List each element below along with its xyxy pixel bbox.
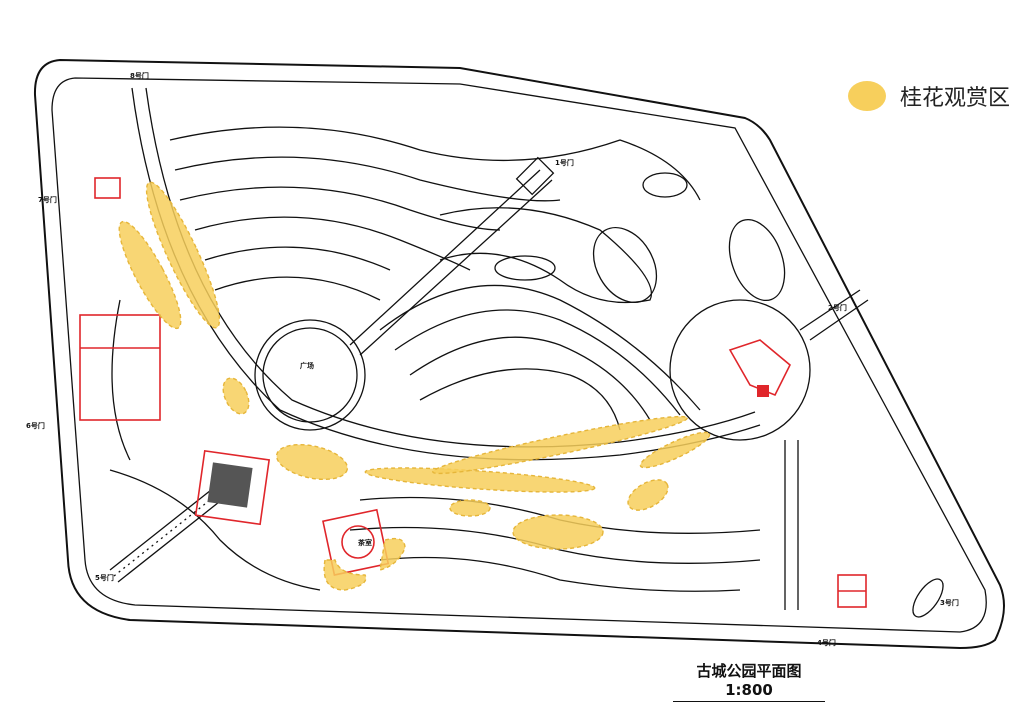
gate-2-label: 2号门 — [828, 303, 847, 312]
building-teahouse — [322, 508, 390, 576]
legend: 桂花观赏区 — [848, 80, 1010, 112]
building-east-pavilion — [728, 339, 791, 397]
building-north-small — [94, 177, 121, 199]
gate-1-label: 1号门 — [555, 158, 574, 167]
plaza-label: 广场 — [300, 361, 314, 370]
park-inner-road — [51, 77, 987, 633]
contour-lines — [109, 126, 786, 592]
osmanthus-legend-swatch — [848, 81, 886, 111]
osmanthus-legend-label: 桂花观赏区 — [900, 86, 1011, 111]
main-arc-road — [131, 87, 761, 461]
east-circle-road — [669, 299, 811, 441]
building-west-hall — [79, 314, 161, 421]
building-water-pavilion — [194, 449, 271, 526]
osmanthus-zones — [118, 181, 711, 591]
gate-6-label: 6号门 — [26, 421, 45, 430]
plaza-circle — [254, 319, 366, 431]
gate-8-label: 8号门 — [130, 71, 149, 80]
gate-4-label: 4号门 — [817, 638, 836, 647]
gate-3-label: 3号门 — [940, 598, 959, 607]
park-outer-boundary — [33, 58, 1005, 650]
map-title: 古城公园平面图 1:800 — [673, 660, 825, 702]
road-to-gate-1 — [349, 169, 553, 356]
teahouse-label: 茶室 — [357, 538, 372, 547]
gate-7-label: 7号门 — [38, 195, 57, 204]
gate-5-label: 5号门 — [95, 573, 114, 582]
